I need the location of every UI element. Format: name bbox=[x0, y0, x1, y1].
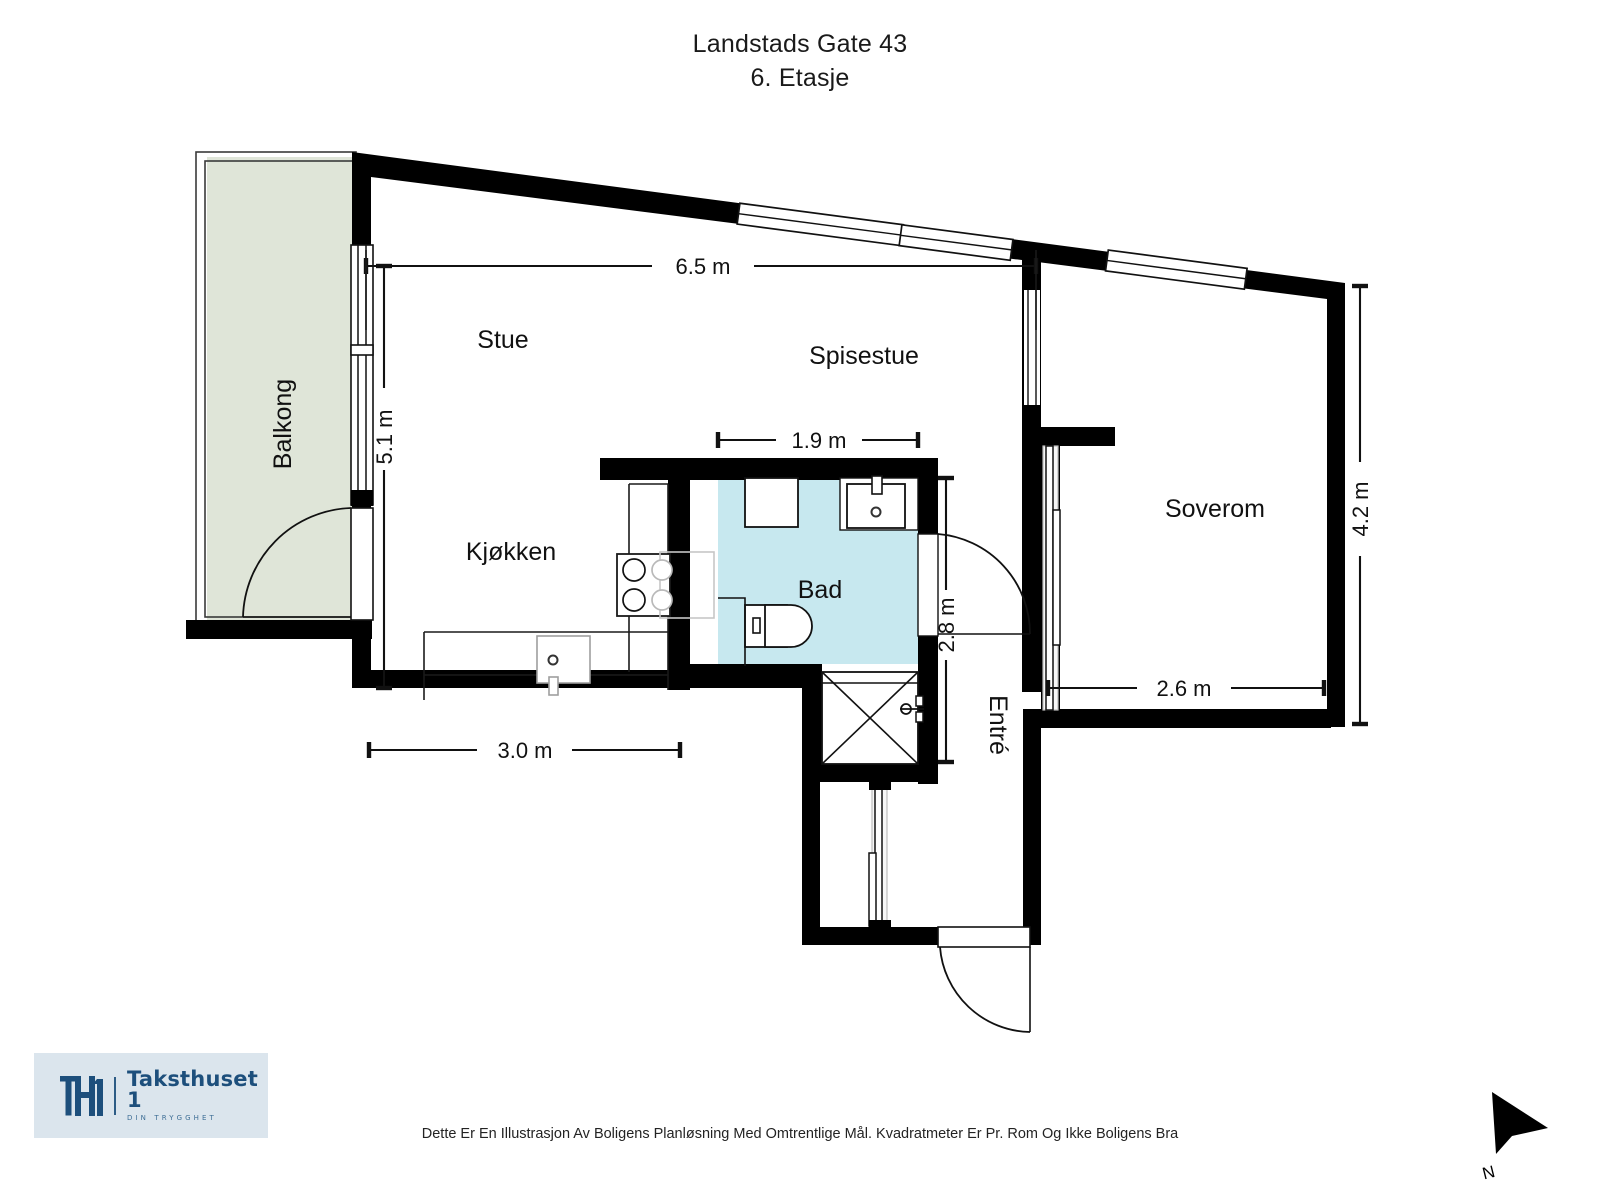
dimension-1-9m: 1.9 m bbox=[715, 428, 921, 453]
kitchen-sink-icon bbox=[536, 635, 591, 684]
wall-shower-right bbox=[918, 655, 938, 773]
bedroom-sliding-door[interactable] bbox=[1042, 445, 1061, 711]
dimension-2-6m: 2.6 m bbox=[1045, 676, 1327, 701]
svg-text:5.1 m: 5.1 m bbox=[372, 409, 397, 464]
dimension-6-5m: 6.5 m bbox=[363, 250, 1039, 330]
balcony-door[interactable] bbox=[242, 507, 374, 621]
north-arrow: N bbox=[1480, 1092, 1548, 1183]
company-logo: Taksthuset 1 DIN TRYGGHET bbox=[34, 1053, 268, 1138]
dimension-2-8m: 2.8 m bbox=[934, 475, 959, 765]
toilet-icon bbox=[718, 597, 813, 666]
svg-text:4.2 m: 4.2 m bbox=[1348, 481, 1373, 536]
room-label-kjokken: Kjøkken bbox=[466, 538, 556, 566]
svg-text:2.8 m: 2.8 m bbox=[934, 597, 959, 652]
entrance-door[interactable] bbox=[937, 926, 1031, 1033]
logo-company-name: Taksthuset 1 bbox=[127, 1067, 258, 1112]
balcony-glazing bbox=[350, 244, 374, 506]
room-label-soverom: Soverom bbox=[1165, 495, 1265, 523]
storage-sliding-door[interactable] bbox=[868, 778, 891, 932]
svg-text:6.5 m: 6.5 m bbox=[675, 254, 730, 279]
thi-monogram-icon bbox=[60, 1075, 103, 1116]
room-label-balkong: Balkong bbox=[269, 379, 297, 469]
footer-disclaimer: Dette Er En Illustrasjon Av Boligens Pla… bbox=[421, 1126, 1179, 1142]
compass-label: N bbox=[1480, 1162, 1497, 1183]
logo-divider bbox=[114, 1076, 116, 1115]
title-address: Landstads Gate 43 bbox=[692, 30, 908, 58]
room-label-bad: Bad bbox=[798, 576, 842, 604]
window-group-top bbox=[736, 202, 1249, 291]
wall-bad-bottom bbox=[690, 664, 810, 686]
wall-bad-top bbox=[600, 458, 918, 480]
dimension-5-1m: 5.1 m bbox=[372, 263, 397, 691]
wall-storage-right bbox=[918, 762, 938, 784]
wall-shower-bottom bbox=[802, 762, 938, 782]
page-title: Landstads Gate 43 6. Etasje bbox=[0, 28, 1600, 96]
compass-arrow-icon bbox=[1492, 1092, 1548, 1154]
dimension-3-0m: 3.0 m bbox=[366, 738, 683, 763]
room-fill-soverom bbox=[1060, 292, 1330, 712]
bathroom-door[interactable] bbox=[917, 533, 1031, 637]
room-label-stue: Stue bbox=[477, 326, 528, 354]
dimension-4-2m: 4.2 m bbox=[1348, 283, 1373, 727]
room-label-entre: Entré bbox=[984, 695, 1012, 755]
room-label-spisestue: Spisestue bbox=[809, 342, 919, 370]
wall-balcony-base bbox=[186, 620, 372, 639]
room-fill-balkong bbox=[207, 157, 354, 620]
shower-icon bbox=[821, 671, 924, 765]
svg-text:3.0 m: 3.0 m bbox=[497, 738, 552, 763]
wall-shower-left bbox=[802, 664, 822, 779]
title-floor: 6. Etasje bbox=[750, 63, 850, 92]
bathroom-fixtures bbox=[718, 475, 924, 765]
svg-text:2.6 m: 2.6 m bbox=[1156, 676, 1211, 701]
logo-tagline: DIN TRYGGHET bbox=[127, 1114, 217, 1122]
svg-text:1.9 m: 1.9 m bbox=[791, 428, 846, 453]
wall-soverom-bottom bbox=[1041, 709, 1331, 728]
stove-icon-ghost bbox=[659, 551, 715, 619]
kitchen-fixtures bbox=[423, 483, 715, 700]
wall-soverom-topleft bbox=[1041, 427, 1115, 446]
opening-living-hall bbox=[1024, 290, 1040, 405]
washer-icon bbox=[744, 477, 799, 528]
wall-bad-left bbox=[668, 458, 690, 690]
